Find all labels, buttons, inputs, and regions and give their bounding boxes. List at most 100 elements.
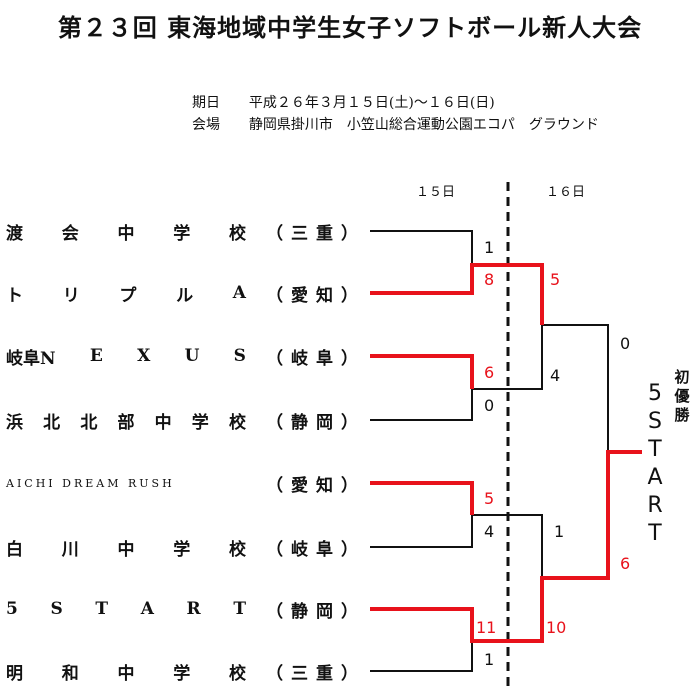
team-name-char: U: [184, 346, 200, 366]
sf2-top-line: [472, 514, 543, 578]
final-top-line: [542, 324, 609, 452]
team-name: 明和中学校: [6, 659, 246, 684]
score-r1-m3-top: 5: [484, 489, 495, 508]
prefecture-char: 静: [291, 601, 308, 622]
score-sf1-bottom: 4: [550, 366, 561, 385]
score-final-top: 0: [620, 334, 631, 353]
prefecture-char: 岐: [291, 348, 308, 369]
team-name: 白川中学校: [6, 535, 246, 560]
team-name-char: S: [50, 599, 63, 619]
champion-name: 5 S T A R T: [647, 381, 663, 546]
team-name: 浜北北部中学校: [6, 408, 246, 433]
team-name-char: 学: [191, 412, 209, 433]
day1-label: １５日: [416, 185, 456, 200]
bracket-red: [370, 263, 642, 643]
prefecture-char: 知: [316, 475, 333, 496]
team-name-char: 中: [117, 539, 135, 560]
r1-m3-bottom-line: [370, 515, 473, 548]
prefecture-char: （: [266, 348, 283, 369]
team-prefecture: （ 岐阜 ）: [266, 535, 358, 560]
r1-m2-bottom-line: [370, 389, 473, 421]
team-name-char: リ: [62, 285, 80, 306]
bracket-black: [370, 230, 609, 672]
sf1-bottom-line: [472, 325, 543, 390]
venue-label: 会場: [192, 117, 220, 133]
team-prefecture: （ 静岡 ）: [266, 597, 358, 622]
team-name-char: T: [233, 599, 246, 619]
date-value: 平成２６年３月１５日(土)～１６日(日): [248, 95, 495, 111]
prefecture-char: 阜: [316, 539, 333, 560]
team-name-char: 中: [154, 412, 172, 433]
team-name-char: 学: [173, 663, 191, 684]
team-prefecture: （静岡）: [266, 408, 358, 433]
team-name-char: 北: [80, 412, 98, 433]
team-name-char: 中: [117, 223, 135, 244]
score-r1-m2-bottom: 0: [484, 396, 495, 415]
team-prefecture: （ 愛知 ）: [266, 471, 358, 496]
team-name-char: 川: [61, 539, 79, 560]
champion-path-line: [370, 450, 642, 643]
r1-m1-top-line: [370, 230, 473, 265]
r1-m3-winner-line: [370, 481, 474, 515]
team-name-char: AICHI DREAM RUSH: [6, 476, 175, 490]
team-name-char: S: [233, 346, 246, 366]
prefecture-char: ）: [341, 285, 358, 306]
score-sf1-top: 5: [550, 270, 561, 289]
score-sf2-bottom: 10: [546, 618, 567, 637]
venue-value: 静岡県掛川市 小笠山総合運動公園エコパ グラウンド: [248, 117, 599, 133]
prefecture-char: 岡: [316, 412, 333, 433]
prefecture-char: 三: [291, 663, 308, 684]
team-name-char: 会: [61, 223, 79, 244]
team-name-char: 岐阜N: [6, 348, 56, 369]
team-name-char: 校: [229, 223, 246, 244]
date-row: 期日 平成２６年３月１５日(土)～１６日(日): [192, 92, 495, 112]
team-name-char: 浜: [6, 412, 23, 433]
team-name-char: 中: [117, 663, 135, 684]
team-name-char: 北: [43, 412, 61, 433]
page-title: 第２３回 東海地域中学生女子ソフトボール新人大会: [57, 13, 643, 42]
prefecture-char: （: [266, 539, 283, 560]
prefecture-char: 知: [316, 285, 333, 306]
prefecture-char: ）: [341, 348, 358, 369]
score-sf2-top: 1: [554, 522, 565, 541]
prefecture-char: （: [266, 601, 283, 622]
team-name-char: 校: [229, 663, 246, 684]
prefecture-char: ）: [341, 601, 358, 622]
team-name-char: X: [137, 346, 151, 366]
score-final-bottom: 6: [620, 554, 631, 573]
team-name: 渡会中学校: [6, 219, 246, 244]
prefecture-char: ）: [341, 663, 358, 684]
score-r1-m2-top: 6: [484, 363, 495, 382]
prefecture-char: 岡: [316, 601, 333, 622]
prefecture-char: ）: [341, 223, 358, 244]
prefecture-char: （: [266, 223, 283, 244]
team-name-char: 5: [6, 599, 18, 619]
prefecture-char: ）: [341, 539, 358, 560]
champion-label: 初 優 勝: [674, 368, 690, 424]
prefecture-char: 愛: [291, 475, 308, 496]
prefecture-char: （: [266, 412, 283, 433]
team-name-char: R: [186, 599, 201, 619]
team-prefecture: （愛知）: [266, 281, 358, 306]
score-r1-m4-top: 11: [476, 618, 497, 637]
team-name-char: 校: [229, 539, 246, 560]
team-name-char: 渡: [6, 223, 23, 244]
team-name: AICHI DREAM RUSH: [6, 471, 246, 495]
prefecture-char: （: [266, 475, 283, 496]
prefecture-char: 岐: [291, 539, 308, 560]
r1-m2-winner-line: [370, 354, 474, 389]
team-name-char: 部: [117, 412, 135, 433]
prefecture-char: ）: [341, 475, 358, 496]
team-name-char: 学: [173, 539, 191, 560]
prefecture-char: （: [266, 285, 283, 306]
r1-m1-winner-line: [370, 263, 544, 325]
prefecture-char: 阜: [316, 348, 333, 369]
team-prefecture: （ 岐阜 ）: [266, 344, 358, 369]
team-name-char: ト: [6, 285, 23, 306]
team-name-char: 学: [173, 223, 191, 244]
r1-m4-bottom-line: [370, 641, 473, 672]
